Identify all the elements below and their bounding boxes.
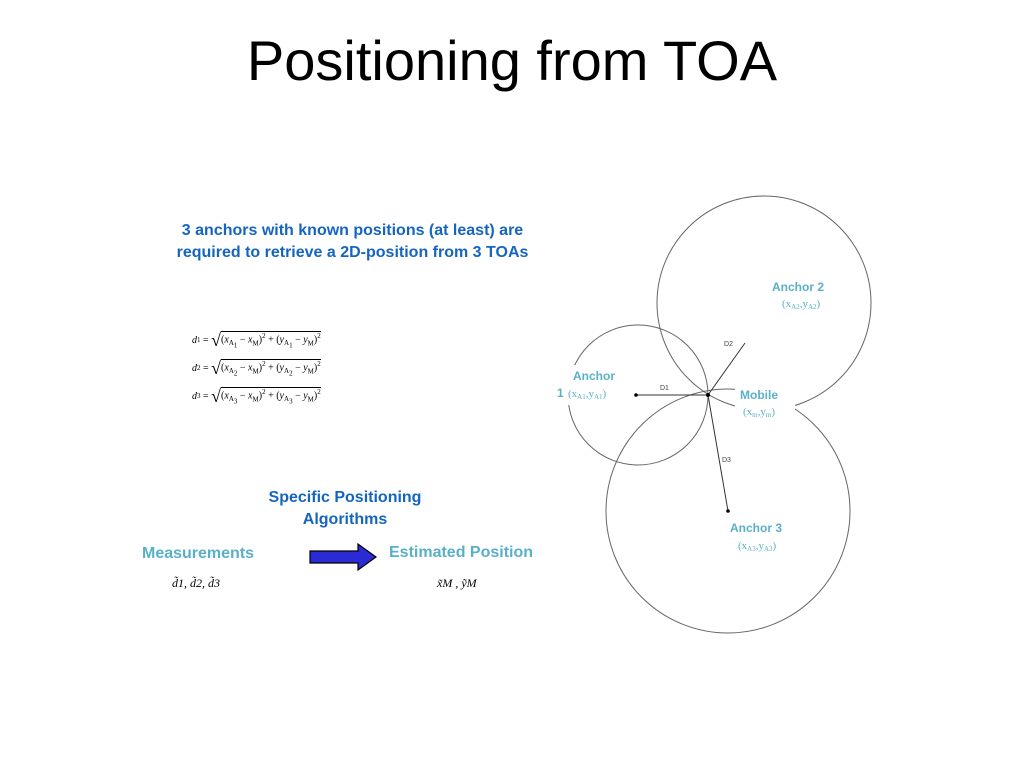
- anchor2-circle: [656, 195, 872, 411]
- d3-label: D3: [722, 457, 731, 464]
- anchor3-circle: [605, 388, 851, 634]
- mobile-point: [706, 393, 710, 397]
- d3-line: [707, 394, 729, 512]
- d1-label: D1: [660, 385, 669, 392]
- algorithms-label: Specific Positioning Algorithms: [268, 489, 422, 528]
- d2-label: D2: [724, 341, 733, 348]
- estimated-position-label: Estimated Position: [389, 544, 534, 561]
- anchor1-label: Anchor: [573, 369, 615, 383]
- right-arrow-icon: [309, 542, 378, 572]
- intro-text: 3 anchors with known positions (at least…: [176, 222, 529, 261]
- measurements-symbol: d̃1, d̃2, d̃3: [172, 576, 220, 590]
- mobile-label: Mobile: [740, 388, 778, 402]
- d2-line: [707, 342, 746, 396]
- anchor1-point: [634, 393, 638, 397]
- mobile-coord: (xm,ym): [743, 406, 775, 419]
- anchor1-index: 1: [557, 386, 564, 400]
- anchor2-label: Anchor 2: [772, 280, 824, 294]
- anchor3-label: Anchor 3: [730, 521, 782, 535]
- measurements-label: Measurements: [142, 545, 255, 562]
- slide-title: Positioning from TOA: [246, 29, 778, 92]
- estimate-symbol: x̃M , ỹM: [437, 576, 477, 590]
- anchor3-point: [726, 509, 730, 513]
